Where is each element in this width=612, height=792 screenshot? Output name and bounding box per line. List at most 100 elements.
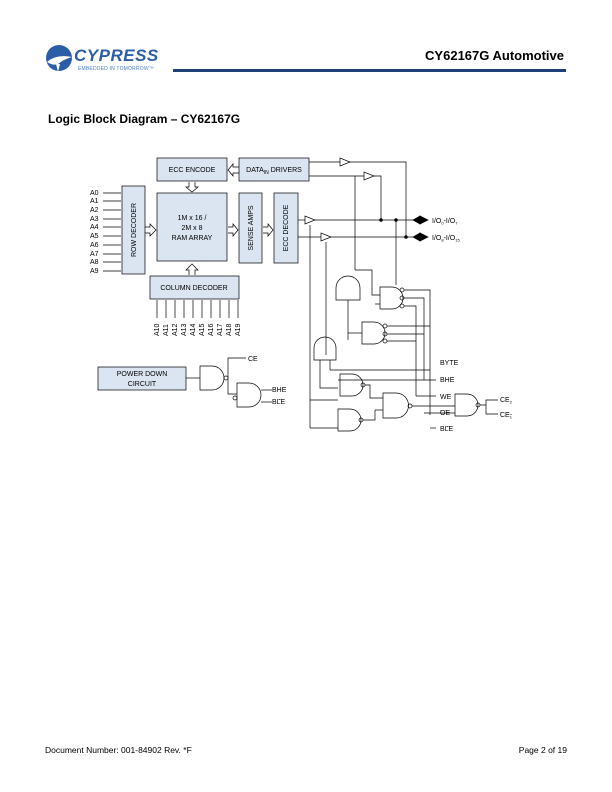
logo-tagline: EMBEDDED IN TOMORROW™ [78, 66, 154, 72]
io-low-label: I/O0-I/O7 [432, 218, 458, 226]
row-address-label: A7 [90, 251, 99, 258]
column-address-label: A12 [172, 323, 179, 336]
junction-dot [404, 235, 408, 239]
row-decoder-label: ROW DECODER [131, 203, 138, 257]
arrow-ram-to-sense [228, 223, 239, 237]
and-gate-buffer [313, 336, 337, 361]
row-address-label: A0 [90, 190, 99, 197]
arrow-col-to-ram [185, 263, 199, 275]
and-gate-ble [337, 408, 362, 432]
wire-byte-out [365, 384, 383, 399]
sense-amps-label: SENSE AMPS [248, 205, 255, 250]
ram-array-block [156, 192, 228, 262]
bhe-label: BHE [440, 377, 455, 384]
row-address-label: A6 [90, 242, 99, 249]
and-gate-byte-enable [236, 382, 262, 408]
column-address-label: A10 [154, 323, 161, 336]
ram-array-line2: 2M x 8 [181, 225, 202, 232]
ecc-encode-block [156, 157, 228, 182]
ce-label: CE [248, 356, 258, 363]
column-address-label: A18 [226, 323, 233, 336]
arrow-data-to-ecc [227, 163, 239, 177]
output-buffer-high [320, 232, 332, 242]
row-address-label: A2 [90, 207, 99, 214]
row-address-label: A9 [90, 268, 99, 275]
inverter-bubble [399, 287, 405, 293]
column-address-label: A14 [190, 323, 197, 336]
column-address-label: A11 [163, 324, 170, 336]
wire-din-to-gate [355, 269, 380, 296]
arrow-ecc-to-ram [185, 182, 199, 193]
column-address-label: A13 [181, 323, 188, 336]
row-address-label: A8 [90, 259, 99, 266]
junction-dot [379, 218, 383, 222]
column-address-label: A15 [199, 323, 206, 336]
power-down-line1: POWER DOWN [117, 371, 168, 378]
byte-label: BYTE [440, 360, 459, 367]
wire-ble-out [363, 410, 376, 421]
section-title: Logic Block Diagram – CY62167G [48, 112, 241, 126]
row-address-label: A4 [90, 224, 99, 231]
wire-ctrl-c [404, 305, 417, 396]
ecc-encode-label: ECC ENCODE [169, 167, 216, 174]
column-address-label: A17 [217, 323, 224, 336]
inverter-bubble [232, 395, 238, 401]
and-gate-we [382, 392, 409, 419]
wire-ctrl-b [404, 297, 425, 380]
ram-array-line3: RAM ARRAY [172, 235, 213, 242]
sense-amps-block [238, 192, 263, 264]
ce2-label: CE2 [500, 397, 513, 405]
io-high-label: I/O8-I/O15 [432, 235, 460, 243]
document-title: CY62167G Automotive [425, 48, 564, 63]
and-gate-pd [199, 365, 225, 391]
page-number: Page 2 of 19 [518, 745, 567, 755]
io-low-arrow-back [412, 215, 421, 225]
input-buffer-low [363, 171, 375, 181]
inverter-bubble [399, 303, 405, 309]
wire-ctrl-a [404, 289, 431, 415]
row-address-label: A5 [90, 233, 99, 240]
ce1-label: CE1 [500, 412, 513, 420]
wire-pd-ce [227, 357, 246, 378]
io-low-arrow [419, 215, 429, 225]
arrow-sense-to-ecc [263, 223, 274, 237]
wire-buffer-high [350, 161, 407, 237]
bhe-pd-label: BHE [272, 387, 287, 394]
column-address-label: A16 [208, 323, 215, 336]
and-gate-din [335, 275, 361, 301]
and-gate-ce [454, 393, 479, 417]
oe-label: OE [440, 410, 450, 417]
column-decoder-label: COLUMN DECODER [160, 285, 227, 292]
ecc-decode-label: ECC DECODE [283, 204, 290, 251]
document-number: Document Number: 001-84902 Rev. *F [45, 745, 192, 755]
cypress-tree-icon [46, 45, 72, 72]
arrow-row-to-ram [145, 223, 157, 237]
input-buffer-high [339, 157, 351, 167]
ble-label: BLE [440, 426, 454, 433]
ble-pd-label: BLE [272, 399, 286, 406]
and-gate-din-ctrl [379, 286, 404, 310]
io-high-arrow [419, 232, 429, 242]
io-high-arrow-back [412, 232, 421, 242]
cypress-logo: CYPRESS EMBEDDED IN TOMORROW™ [44, 42, 158, 76]
row-decoder-block [121, 185, 146, 275]
inverter-bubble [382, 323, 388, 329]
output-buffer-low [304, 215, 316, 225]
and-gate-byte [339, 373, 364, 397]
wire-ce1 [485, 405, 498, 415]
wire-ce2 [480, 399, 498, 406]
inverter-bubble [223, 375, 229, 381]
header-rule [173, 69, 566, 72]
power-down-line2: CIRCUIT [128, 381, 157, 388]
row-address-label: A3 [90, 216, 99, 223]
wire-buffer-low [374, 175, 382, 220]
inverter-bubble [399, 295, 405, 301]
logo-wordmark: CYPRESS [74, 46, 159, 65]
column-address-lines [156, 300, 239, 318]
row-address-label: A1 [90, 198, 99, 205]
data-in-drivers-label: DATAIN DRIVERS [246, 167, 302, 176]
data-in-drivers-block [238, 157, 310, 182]
and-gate-dout [361, 321, 386, 345]
column-decoder-block [149, 275, 240, 300]
